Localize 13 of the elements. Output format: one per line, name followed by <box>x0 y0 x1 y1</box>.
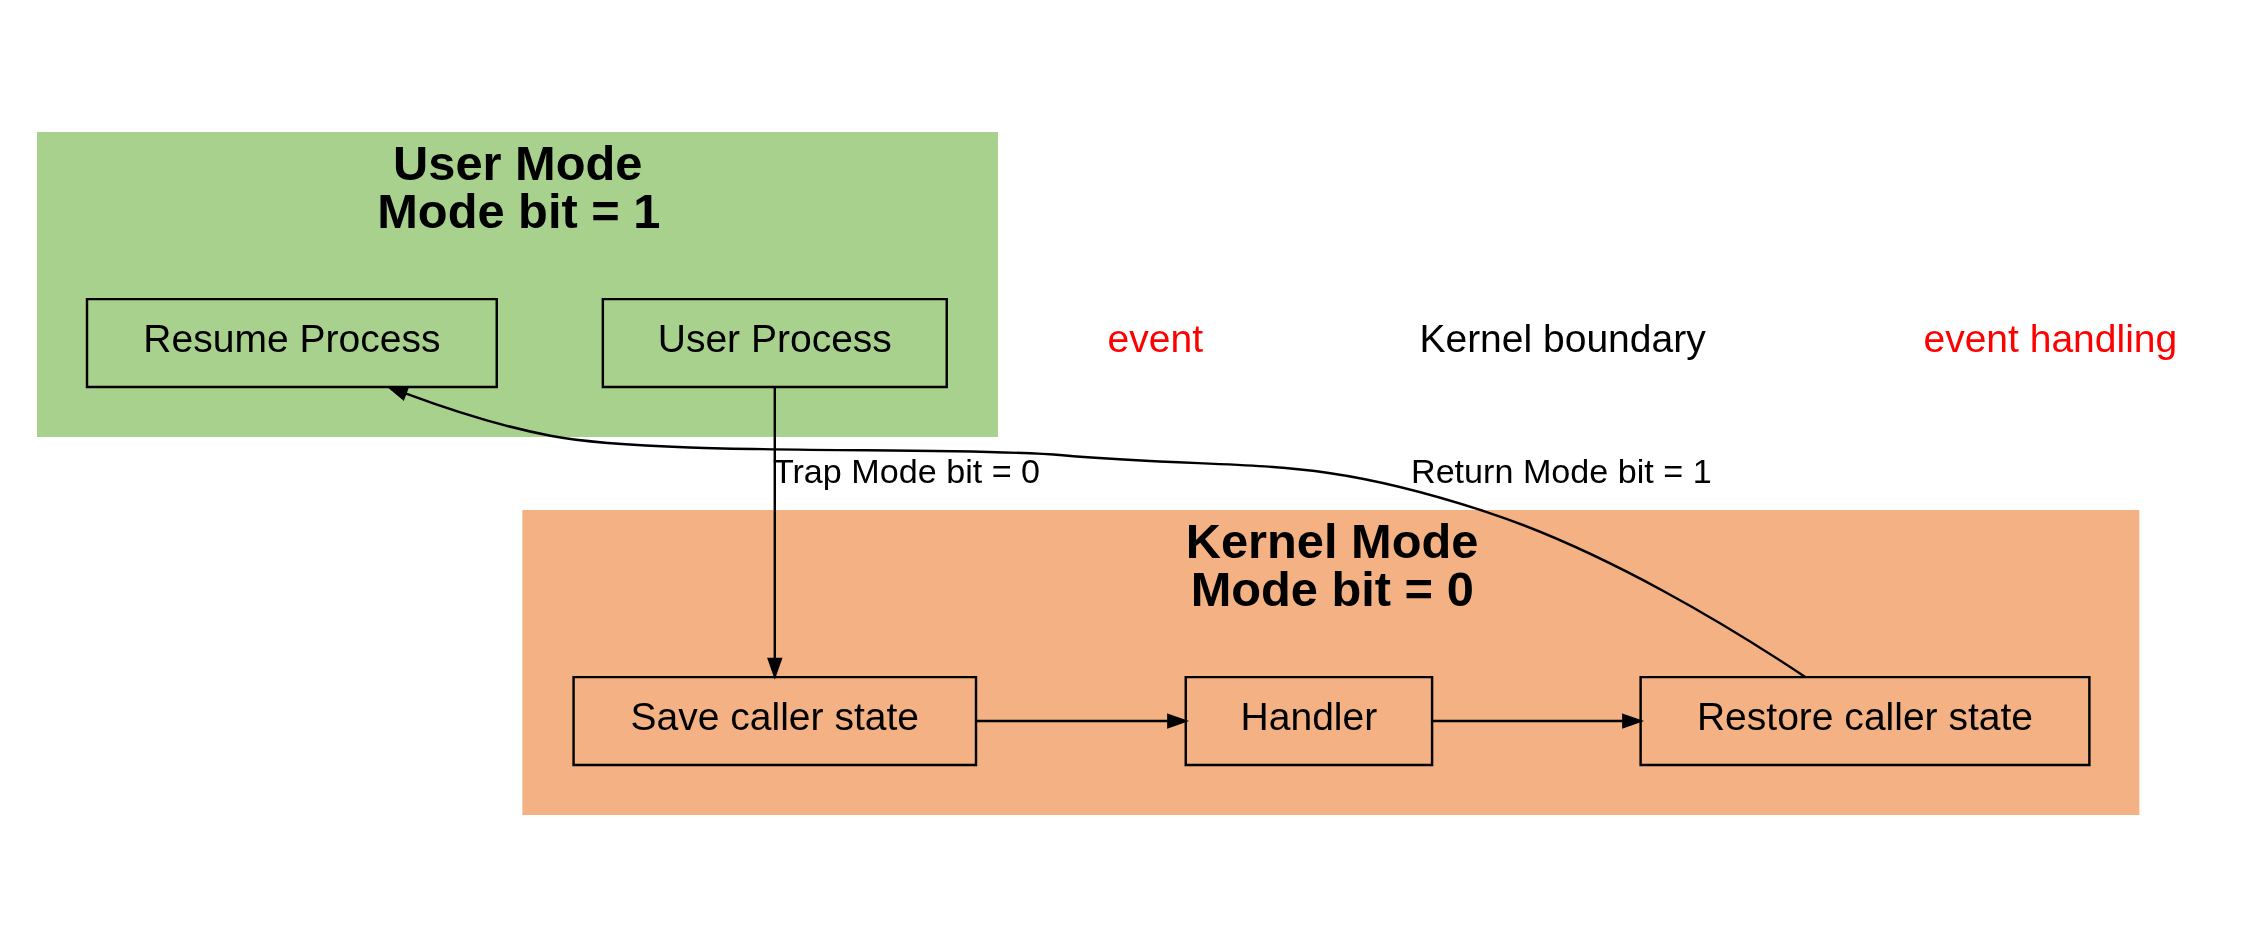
node-box: User Process <box>601 297 948 389</box>
node-box: Resume Process <box>85 297 498 389</box>
node-box: Restore caller state <box>1639 675 2091 767</box>
arrow <box>386 385 1806 678</box>
label: event handling <box>1923 317 2178 361</box>
edge-label: Return Mode bit = 1 <box>1411 451 1712 490</box>
arrow <box>767 387 783 680</box>
arrow <box>1432 713 1645 729</box>
node-box: Handler <box>1184 675 1434 767</box>
label: Kernel boundary <box>1419 317 1706 361</box>
arrow <box>976 713 1190 729</box>
label: event <box>1107 317 1203 361</box>
node-box: Save caller state <box>572 675 978 767</box>
